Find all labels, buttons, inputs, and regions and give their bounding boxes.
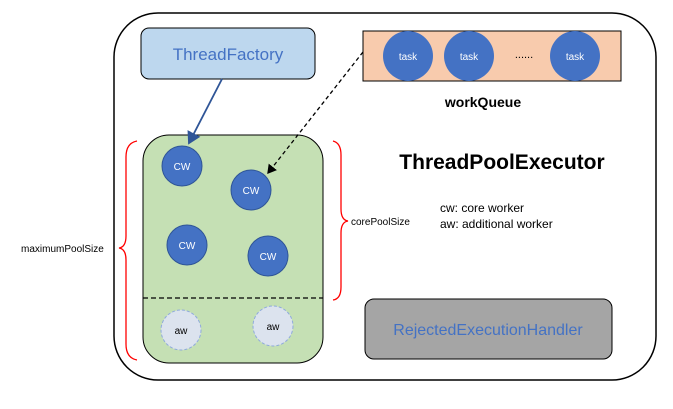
core-worker: CW xyxy=(166,224,208,266)
rejected-handler-label: RejectedExecutionHandler xyxy=(393,322,583,339)
core-pool-size-label: corePoolSize xyxy=(351,217,410,228)
work-queue: task task ...... task xyxy=(362,30,622,82)
task-circle: task xyxy=(444,31,494,81)
additional-worker: aw xyxy=(252,305,294,347)
core-worker: CW xyxy=(161,145,203,187)
task-label: task xyxy=(566,52,585,63)
work-queue-label: workQueue xyxy=(444,94,521,110)
legend-aw: aw: additional worker xyxy=(440,217,553,231)
worker-pool xyxy=(142,134,324,364)
task-circle: task xyxy=(550,31,600,81)
maximum-pool-brace xyxy=(118,140,138,361)
core-pool-brace xyxy=(332,140,349,301)
maximum-pool-size-label: maximumPoolSize xyxy=(21,244,104,255)
rejected-handler-box: RejectedExecutionHandler xyxy=(364,298,613,360)
factory-arrow xyxy=(187,78,223,145)
thread-factory-box: ThreadFactory xyxy=(140,27,316,80)
thread-factory-label: ThreadFactory xyxy=(173,45,284,64)
queue-ellipsis: ...... xyxy=(515,49,533,61)
queue-arrow xyxy=(267,51,364,175)
additional-worker-label: aw xyxy=(267,322,281,333)
core-worker: CW xyxy=(247,235,289,277)
task-label: task xyxy=(460,52,479,63)
task-label: task xyxy=(399,52,418,63)
legend-cw: cw: core worker xyxy=(440,201,524,215)
additional-worker: aw xyxy=(160,309,202,351)
task-circle: task xyxy=(383,31,433,81)
executor-title: ThreadPoolExecutor xyxy=(399,151,604,174)
core-worker: CW xyxy=(230,169,272,211)
additional-worker-label: aw xyxy=(175,326,189,337)
core-worker-label: CW xyxy=(243,186,260,197)
core-worker-label: CW xyxy=(174,162,191,173)
core-worker-label: CW xyxy=(260,252,277,263)
core-worker-label: CW xyxy=(179,241,196,252)
